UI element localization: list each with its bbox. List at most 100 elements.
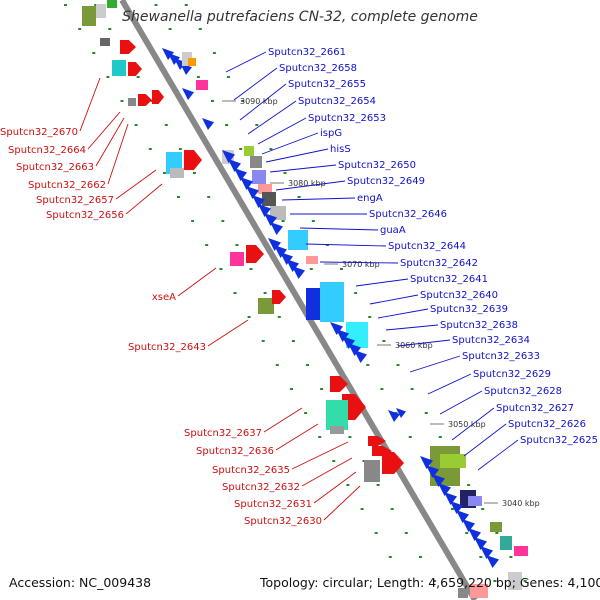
gene-feature-arrow — [184, 150, 202, 170]
gene-feature — [508, 572, 522, 590]
track-tick-mark — [249, 268, 253, 270]
gene-label-right: Sputcn32_2653 — [308, 113, 386, 124]
track-tick-mark — [205, 244, 209, 246]
gene-label-right: engA — [357, 193, 383, 204]
label-leader-line — [377, 308, 429, 319]
track-tick-mark — [376, 484, 380, 486]
track-tick-mark — [134, 124, 138, 126]
gene-feature-arrow — [120, 40, 136, 54]
gene-feature-arrow — [246, 245, 264, 263]
gene-feature — [270, 206, 286, 220]
track-tick-mark — [221, 220, 225, 222]
map-title: Shewanella putrefaciens CN-32, complete … — [122, 9, 478, 25]
gene-label-right: Sputcn32_2639 — [430, 304, 508, 315]
gene-feature — [364, 460, 380, 482]
label-leader-line — [409, 355, 461, 373]
track-tick-mark — [493, 580, 497, 582]
track-tick-mark — [291, 340, 295, 342]
gene-feature-arrow — [162, 48, 174, 60]
track-tick-mark — [433, 580, 437, 582]
gene-feature-arrow — [182, 88, 194, 100]
gene-label-left: Sputcn32_2635 — [212, 465, 290, 476]
gene-feature-arrow — [444, 492, 457, 505]
gene-label-right: Sputcn32_2628 — [484, 386, 562, 397]
label-leader-line — [125, 183, 163, 215]
gene-feature — [440, 454, 466, 468]
gene-label-right: Sputcn32_2627 — [496, 403, 574, 414]
gene-label-left: Sputcn32_2663 — [16, 162, 94, 173]
kbp-label: 3050 kbp — [448, 420, 486, 429]
track-tick-mark — [348, 436, 352, 438]
gene-feature-arrow — [348, 343, 361, 356]
gene-feature — [230, 252, 244, 266]
gene-feature-arrow — [486, 555, 499, 568]
gene-feature — [188, 58, 196, 66]
track-tick-mark — [177, 196, 180, 198]
track-tick-mark — [388, 556, 392, 558]
gene-label-right: Sputcn32_2642 — [400, 258, 478, 269]
gene-feature — [514, 546, 528, 556]
gene-feature — [320, 282, 344, 322]
gene-label-right: Sputcn32_2641 — [410, 274, 488, 285]
gene-feature — [258, 298, 274, 314]
genome-backbone — [119, 0, 478, 600]
label-leader-line — [301, 457, 353, 487]
gene-feature — [258, 184, 272, 194]
gene-label-left: xseA — [152, 292, 176, 303]
gene-label-left: Sputcn32_2643 — [128, 342, 206, 353]
gene-feature-arrow — [222, 150, 235, 163]
label-leader-line — [95, 117, 125, 167]
gene-feature-arrow — [388, 410, 400, 422]
track-tick-mark — [108, 28, 112, 30]
label-leader-line — [233, 67, 278, 101]
gene-feature — [470, 584, 488, 598]
track-tick-mark — [290, 388, 293, 390]
gene-label-right: Sputcn32_2655 — [288, 79, 366, 90]
gene-feature-arrow — [330, 376, 348, 392]
gene-feature-arrow — [258, 204, 271, 217]
track-tick-mark — [164, 124, 168, 126]
track-tick-mark — [198, 28, 202, 30]
gene-label-right: Sputcn32_2658 — [279, 63, 357, 74]
gene-feature-arrow — [268, 238, 281, 251]
gene-label-left: Sputcn32_2656 — [46, 210, 124, 221]
track-tick-mark — [219, 268, 223, 270]
track-tick-mark — [191, 220, 195, 222]
label-leader-line — [451, 407, 495, 441]
gene-feature-arrow — [330, 322, 343, 335]
track-tick-mark — [419, 556, 422, 558]
track-tick-mark — [184, 4, 188, 6]
track-tick-mark — [309, 268, 313, 270]
track-tick-mark — [263, 292, 267, 294]
track-tick-mark — [136, 76, 140, 78]
track-tick-mark — [92, 52, 96, 54]
gene-feature — [100, 38, 110, 46]
track-tick-mark — [408, 436, 412, 438]
gene-feature-arrow — [468, 528, 481, 541]
label-leader-line — [257, 117, 307, 145]
gene-feature — [500, 536, 512, 550]
track-tick-mark — [178, 148, 182, 150]
track-tick-mark — [479, 556, 483, 558]
gene-feature — [82, 6, 96, 26]
label-leader-line — [313, 471, 357, 504]
label-leader-line — [355, 278, 409, 287]
track-tick-mark — [346, 484, 350, 486]
label-leader-line — [477, 439, 519, 471]
track-tick-mark — [297, 196, 301, 198]
label-leader-line — [87, 111, 121, 150]
label-leader-line — [207, 319, 249, 347]
gene-feature-arrow — [474, 537, 487, 550]
gene-feature-arrow — [234, 168, 247, 181]
track-tick-mark — [396, 364, 400, 366]
label-leader-lines — [79, 51, 519, 521]
track-tick-mark — [247, 316, 251, 318]
gene-label-right: guaA — [380, 225, 406, 236]
track-tick-mark — [318, 436, 322, 438]
track-tick-mark — [283, 172, 287, 174]
label-leader-line — [319, 261, 399, 264]
kbp-label: 3060 kbp — [395, 341, 433, 350]
gene-feature — [326, 400, 348, 430]
track-tick-mark — [235, 244, 239, 246]
gene-feature-arrow — [336, 329, 349, 342]
